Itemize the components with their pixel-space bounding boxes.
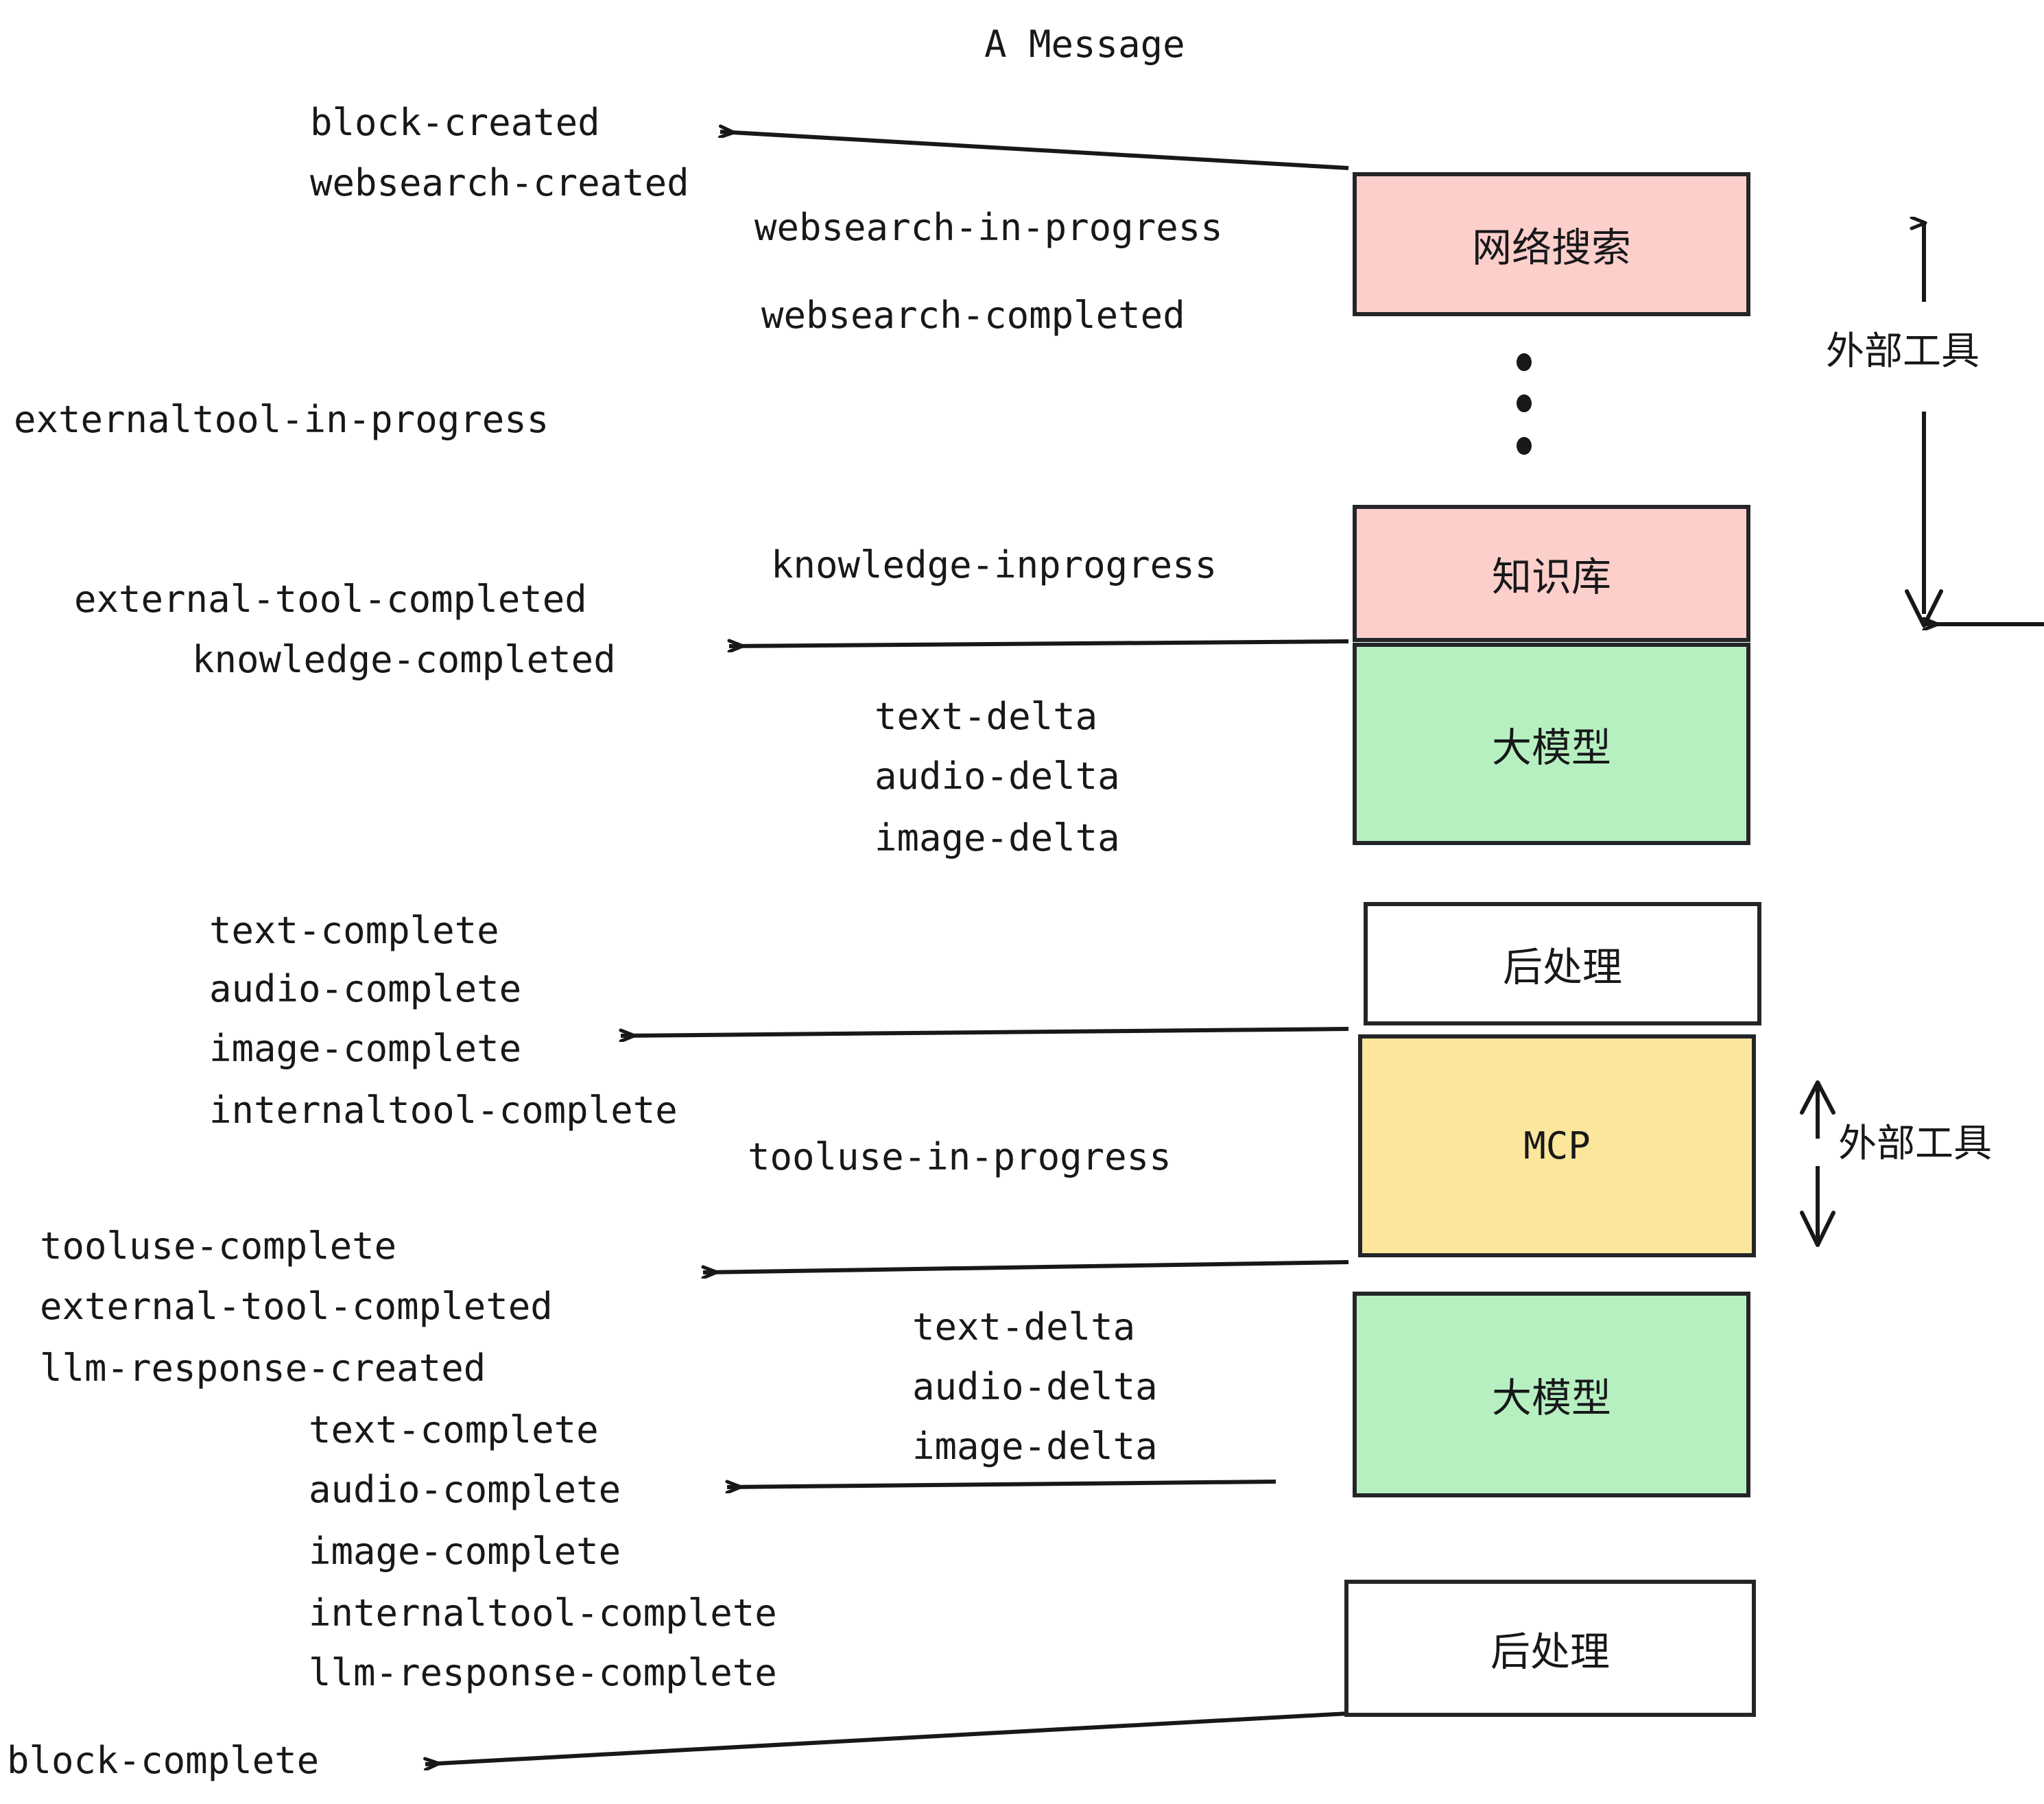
event-image-complete-1: image-complete xyxy=(209,1027,522,1070)
node-postprocess-top[interactable]: 后处理 xyxy=(1364,902,1761,1025)
external-tools-label-bottom: 外部工具 xyxy=(1838,1121,1992,1166)
node-knowledgebase-label: 知识库 xyxy=(1491,554,1611,600)
event-audio-delta-2: audio-delta xyxy=(912,1365,1158,1408)
event-block-created: block-created xyxy=(310,101,600,144)
event-llm-response-created: llm-response-created xyxy=(40,1346,486,1390)
event-external-tool-completed-1: external-tool-completed xyxy=(74,578,587,621)
node-postprocess-top-label: 后处理 xyxy=(1502,944,1622,990)
event-block-complete: block-complete xyxy=(7,1739,320,1782)
node-llm-bottom[interactable]: 大模型 xyxy=(1353,1292,1750,1497)
arrow-postprocess-to-block-complete xyxy=(425,1711,1349,1764)
event-tooluse-in-progress: tooluse-in-progress xyxy=(748,1135,1172,1178)
event-knowledge-completed: knowledge-completed xyxy=(192,638,616,681)
arrow-websearch-to-block-created xyxy=(720,132,1349,170)
event-external-tool-completed-2: external-tool-completed xyxy=(40,1285,553,1328)
external-tools-label-top: 外部工具 xyxy=(1826,329,1980,374)
page-title: A Message xyxy=(984,23,1185,66)
node-postprocess-bottom-label: 后处理 xyxy=(1490,1628,1610,1675)
node-mcp[interactable]: MCP xyxy=(1358,1034,1756,1257)
ellipsis-dot xyxy=(1517,437,1532,455)
event-text-delta-1: text-delta xyxy=(875,695,1098,738)
event-audio-delta-1: audio-delta xyxy=(875,755,1120,798)
event-audio-complete-2: audio-complete xyxy=(309,1468,621,1511)
event-audio-complete-1: audio-complete xyxy=(209,967,522,1010)
node-mcp-label: MCP xyxy=(1523,1124,1591,1167)
ellipsis-dot xyxy=(1517,353,1532,371)
node-llm-top[interactable]: 大模型 xyxy=(1353,643,1750,845)
ellipsis-dot xyxy=(1517,394,1532,412)
external-tools-range-arrow-top xyxy=(1905,223,2044,626)
node-knowledgebase[interactable]: 知识库 xyxy=(1353,505,1750,642)
event-image-complete-2: image-complete xyxy=(309,1530,621,1573)
node-llm-bottom-label: 大模型 xyxy=(1491,1375,1611,1421)
event-llm-response-complete: llm-response-complete xyxy=(309,1651,777,1694)
event-externaltool-in-progress: externaltool-in-progress xyxy=(14,398,549,441)
arrow-mcp-to-tooluse-complete xyxy=(703,1260,1349,1272)
event-tooluse-complete: tooluse-complete xyxy=(40,1224,397,1268)
event-text-complete-1: text-complete xyxy=(209,909,499,952)
arrow-postprocess-to-image-complete xyxy=(621,1027,1349,1036)
event-text-complete-2: text-complete xyxy=(309,1408,599,1451)
arrow-llm-to-audio-complete xyxy=(727,1480,1276,1487)
node-websearch-label: 网络搜索 xyxy=(1471,224,1631,271)
event-websearch-completed: websearch-completed xyxy=(761,294,1185,337)
event-image-delta-2: image-delta xyxy=(912,1425,1158,1468)
event-websearch-in-progress: websearch-in-progress xyxy=(754,206,1223,249)
event-websearch-created: websearch-created xyxy=(310,161,689,204)
external-tools-range-arrow-bottom xyxy=(1800,1080,1835,1247)
node-llm-top-label: 大模型 xyxy=(1491,724,1611,771)
node-postprocess-bottom[interactable]: 后处理 xyxy=(1344,1580,1756,1717)
event-text-delta-2: text-delta xyxy=(912,1305,1136,1349)
event-internaltool-complete-2: internaltool-complete xyxy=(309,1591,777,1635)
node-websearch[interactable]: 网络搜索 xyxy=(1353,172,1750,316)
event-internaltool-complete-1: internaltool-complete xyxy=(209,1089,678,1132)
arrow-knowledge-to-completed xyxy=(729,641,1349,646)
event-image-delta-1: image-delta xyxy=(875,816,1120,859)
event-knowledge-inprogress: knowledge-inprogress xyxy=(771,543,1217,586)
